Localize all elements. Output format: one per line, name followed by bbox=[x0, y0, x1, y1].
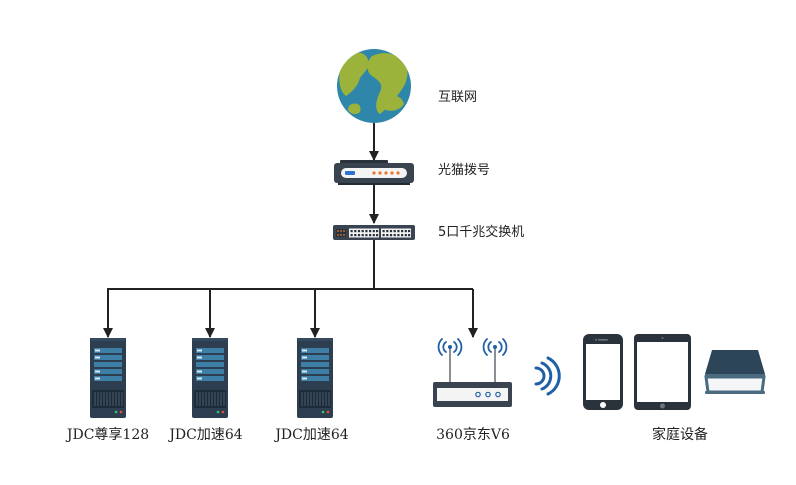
server-1-label: JDC尊享128 bbox=[65, 426, 149, 443]
globe-icon bbox=[337, 49, 411, 123]
server-3-label: JDC加速64 bbox=[273, 427, 348, 443]
optical-modem-icon bbox=[334, 160, 414, 185]
home-devices-label: 家庭设备 bbox=[652, 426, 708, 443]
switch-label: 5口千兆交换机 bbox=[438, 224, 524, 240]
server-2-label: JDC加速64 bbox=[167, 427, 242, 443]
tablet-icon bbox=[634, 334, 691, 410]
wifi-router-icon bbox=[433, 338, 512, 407]
connection-lines bbox=[103, 123, 478, 338]
server-icon bbox=[90, 338, 126, 418]
network-switch-icon bbox=[333, 225, 415, 240]
server-icon bbox=[297, 338, 333, 418]
laptop-icon bbox=[704, 350, 766, 394]
router-label: 360京东V6 bbox=[436, 427, 510, 443]
modem-label: 光猫拨号 bbox=[438, 163, 490, 178]
smartphone-icon bbox=[583, 334, 623, 410]
wireless-signal-icon bbox=[534, 356, 561, 396]
internet-label: 互联网 bbox=[438, 90, 477, 105]
server-icon bbox=[192, 338, 228, 418]
